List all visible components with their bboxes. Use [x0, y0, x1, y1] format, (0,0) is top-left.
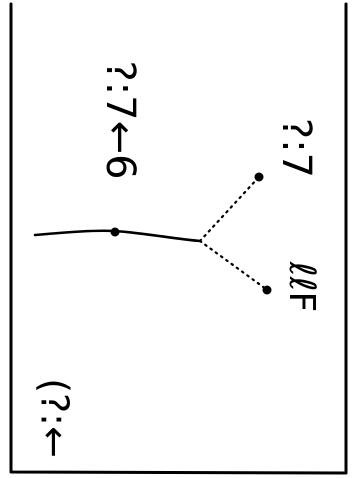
lower-branch-node — [262, 285, 272, 295]
upper-right-label: ?:7 — [273, 118, 319, 178]
upper-branch-dotted — [198, 176, 260, 243]
trunk-node — [110, 227, 120, 237]
bottom-left-label: (?:← — [33, 378, 77, 458]
upper-branch-node — [254, 172, 264, 182]
upper-left-label: ?:7←6 — [97, 60, 143, 179]
page-border — [9, 2, 348, 475]
lower-right-label: ℓℓF — [281, 261, 322, 312]
lower-branch-dotted — [198, 239, 268, 291]
